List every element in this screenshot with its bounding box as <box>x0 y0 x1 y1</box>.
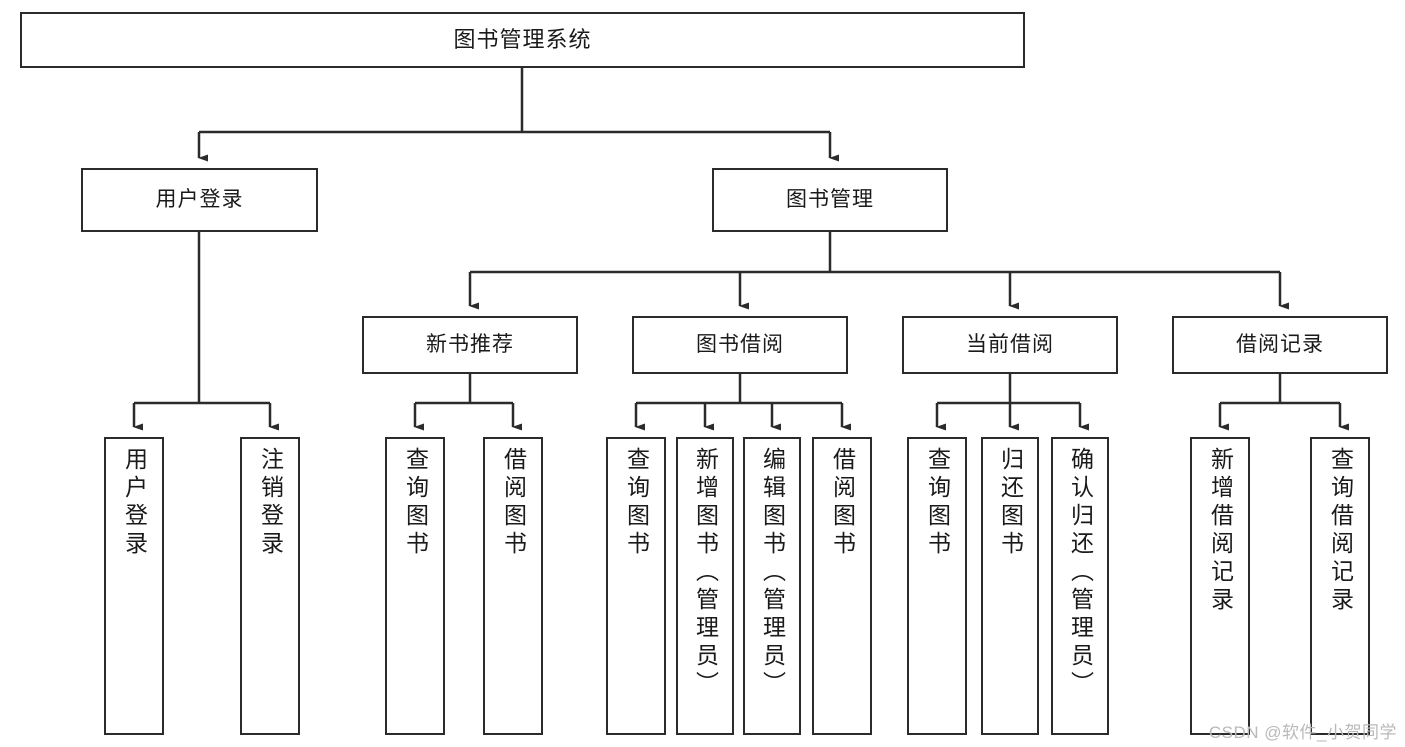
node-label: 借阅图书 <box>829 447 856 559</box>
node-label: 用户登录 <box>155 187 244 211</box>
leaf-borrow-record-query-record[interactable]: 查询借阅记录 <box>1310 437 1370 735</box>
node-label: 新增图书（管理员） <box>692 447 719 699</box>
node-label: 确认归还（管理员） <box>1067 447 1094 699</box>
node-label: 图书管理系统 <box>453 27 592 53</box>
node-label: 编辑图书（管理员） <box>759 447 786 699</box>
leaf-book-borrow-edit-book-admin[interactable]: 编辑图书（管理员） <box>743 437 801 735</box>
leaf-book-borrow-add-book-admin[interactable]: 新增图书（管理员） <box>676 437 734 735</box>
node-label: 查询图书 <box>924 447 951 559</box>
leaf-current-borrow-confirm-return-admin[interactable]: 确认归还（管理员） <box>1051 437 1109 735</box>
leaf-new-book-query-book[interactable]: 查询图书 <box>385 437 445 735</box>
leaf-user-login-login[interactable]: 用户登录 <box>104 437 164 735</box>
node-label: 借阅记录 <box>1236 332 1324 356</box>
node-book-borrow[interactable]: 图书借阅 <box>632 316 848 374</box>
leaf-user-login-logout[interactable]: 注销登录 <box>240 437 300 735</box>
node-label: 注销登录 <box>257 447 284 559</box>
leaf-new-book-borrow-book[interactable]: 借阅图书 <box>483 437 543 735</box>
leaf-current-borrow-query-book[interactable]: 查询图书 <box>907 437 967 735</box>
leaf-borrow-record-add-record[interactable]: 新增借阅记录 <box>1190 437 1250 735</box>
node-current-borrow[interactable]: 当前借阅 <box>902 316 1118 374</box>
node-label: 归还图书 <box>997 447 1024 559</box>
node-root-book-management-system[interactable]: 图书管理系统 <box>20 12 1025 68</box>
node-book-management[interactable]: 图书管理 <box>712 168 948 232</box>
node-label: 查询图书 <box>623 447 650 559</box>
watermark: CSDN @软件_小贺同学 <box>1208 723 1397 742</box>
node-label: 查询图书 <box>402 447 429 559</box>
leaf-current-borrow-return-book[interactable]: 归还图书 <box>981 437 1039 735</box>
node-label: 用户登录 <box>121 447 148 559</box>
node-label: 新书推荐 <box>426 332 514 356</box>
node-label: 新增借阅记录 <box>1207 447 1234 615</box>
node-label: 借阅图书 <box>500 447 527 559</box>
leaf-book-borrow-borrow-book[interactable]: 借阅图书 <box>812 437 872 735</box>
node-new-book-recommend[interactable]: 新书推荐 <box>362 316 578 374</box>
node-borrow-record[interactable]: 借阅记录 <box>1172 316 1388 374</box>
node-user-login[interactable]: 用户登录 <box>81 168 318 232</box>
node-label: 图书借阅 <box>696 332 784 356</box>
node-label: 图书管理 <box>786 187 874 211</box>
node-label: 当前借阅 <box>966 332 1054 356</box>
leaf-book-borrow-query-book[interactable]: 查询图书 <box>606 437 666 735</box>
node-label: 查询借阅记录 <box>1327 447 1354 615</box>
